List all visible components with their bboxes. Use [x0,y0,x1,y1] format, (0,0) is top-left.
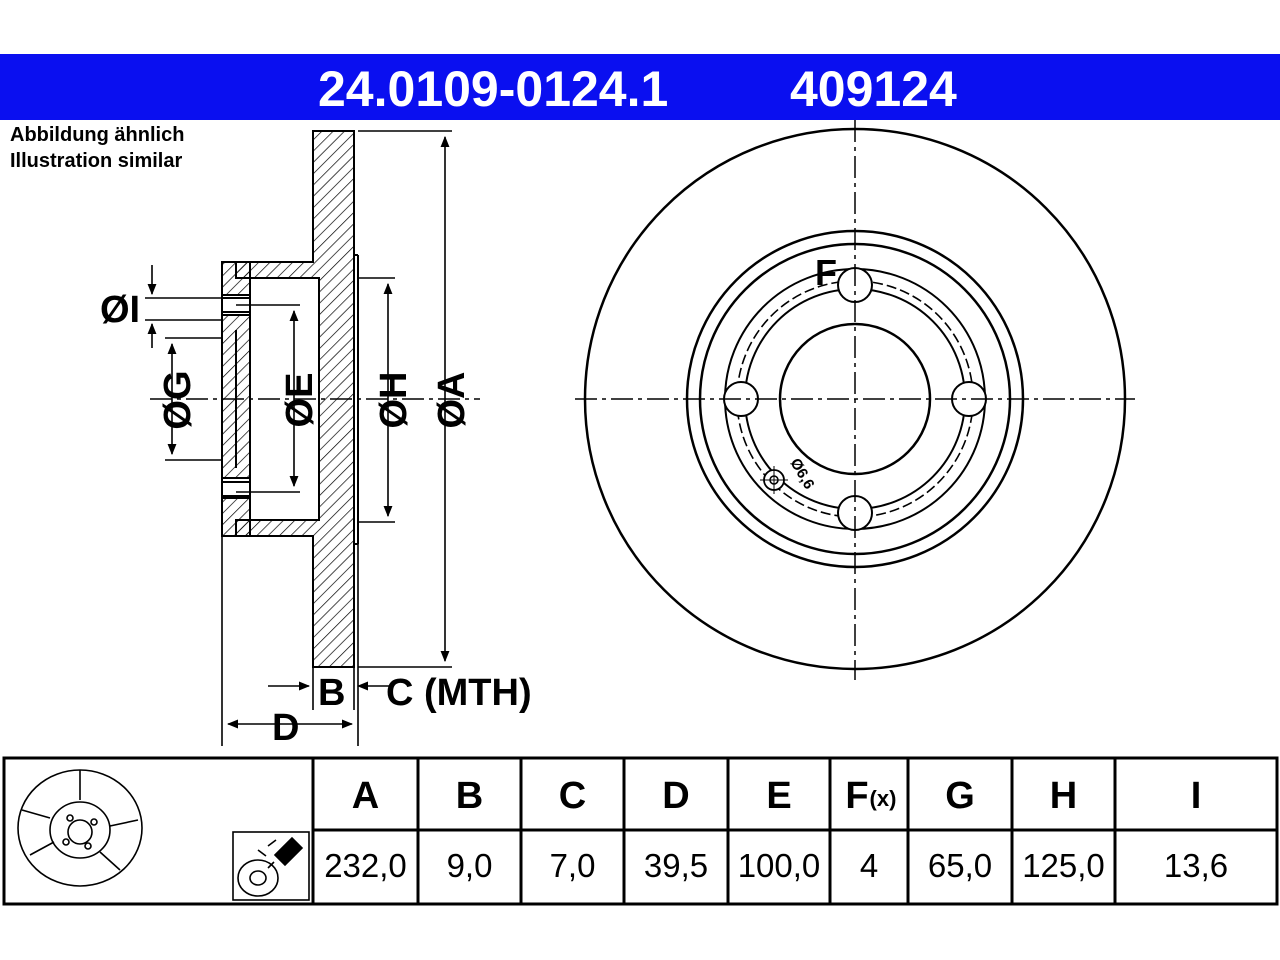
note-german: Abbildung ähnlich [10,124,185,146]
label-c-mth: C (MTH) [386,672,532,714]
table-header-i: I [1191,775,1202,817]
table-header-h: H [1050,775,1077,817]
table-header-b: B [456,775,483,817]
label-dia-e: ØE [279,373,321,428]
disc-thumbnail-icon [17,769,143,887]
table-header-d: D [662,775,689,817]
illustration-note: Abbildung ähnlich Illustration similar [10,122,184,174]
table-value-d: 39,5 [644,847,708,884]
table-value-i: 13,6 [1164,847,1228,884]
section-dimensions [145,130,452,746]
header-bar [0,54,1280,120]
table-value-a: 232,0 [324,847,407,884]
label-dia-i: ØI [100,289,140,331]
label-dia-h: ØH [373,372,415,429]
part-number: 24.0109-0124.1 [318,61,669,117]
label-dia-g: ØG [157,370,199,429]
table-header-g: G [945,775,975,817]
label-d: D [272,707,299,749]
spray-clean-icon [232,831,310,901]
note-english: Illustration similar [10,150,183,172]
table-header-f-suffix: (x) [870,786,897,811]
reference-number: 409124 [790,61,957,117]
table-value-b: 9,0 [447,847,493,884]
label-dia-a: ØA [431,372,473,429]
table-header-e: E [766,775,791,817]
table-header-f: F [845,775,868,817]
table-value-e: 100,0 [738,847,821,884]
table-header-a: A [352,775,379,817]
table-value-c: 7,0 [550,847,596,884]
table-header-c: C [559,775,586,817]
table-value-h: 125,0 [1022,847,1105,884]
table-value-g: 65,0 [928,847,992,884]
table-value-f: 4 [860,847,878,884]
label-f: F [815,252,837,293]
label-b: B [318,672,345,714]
